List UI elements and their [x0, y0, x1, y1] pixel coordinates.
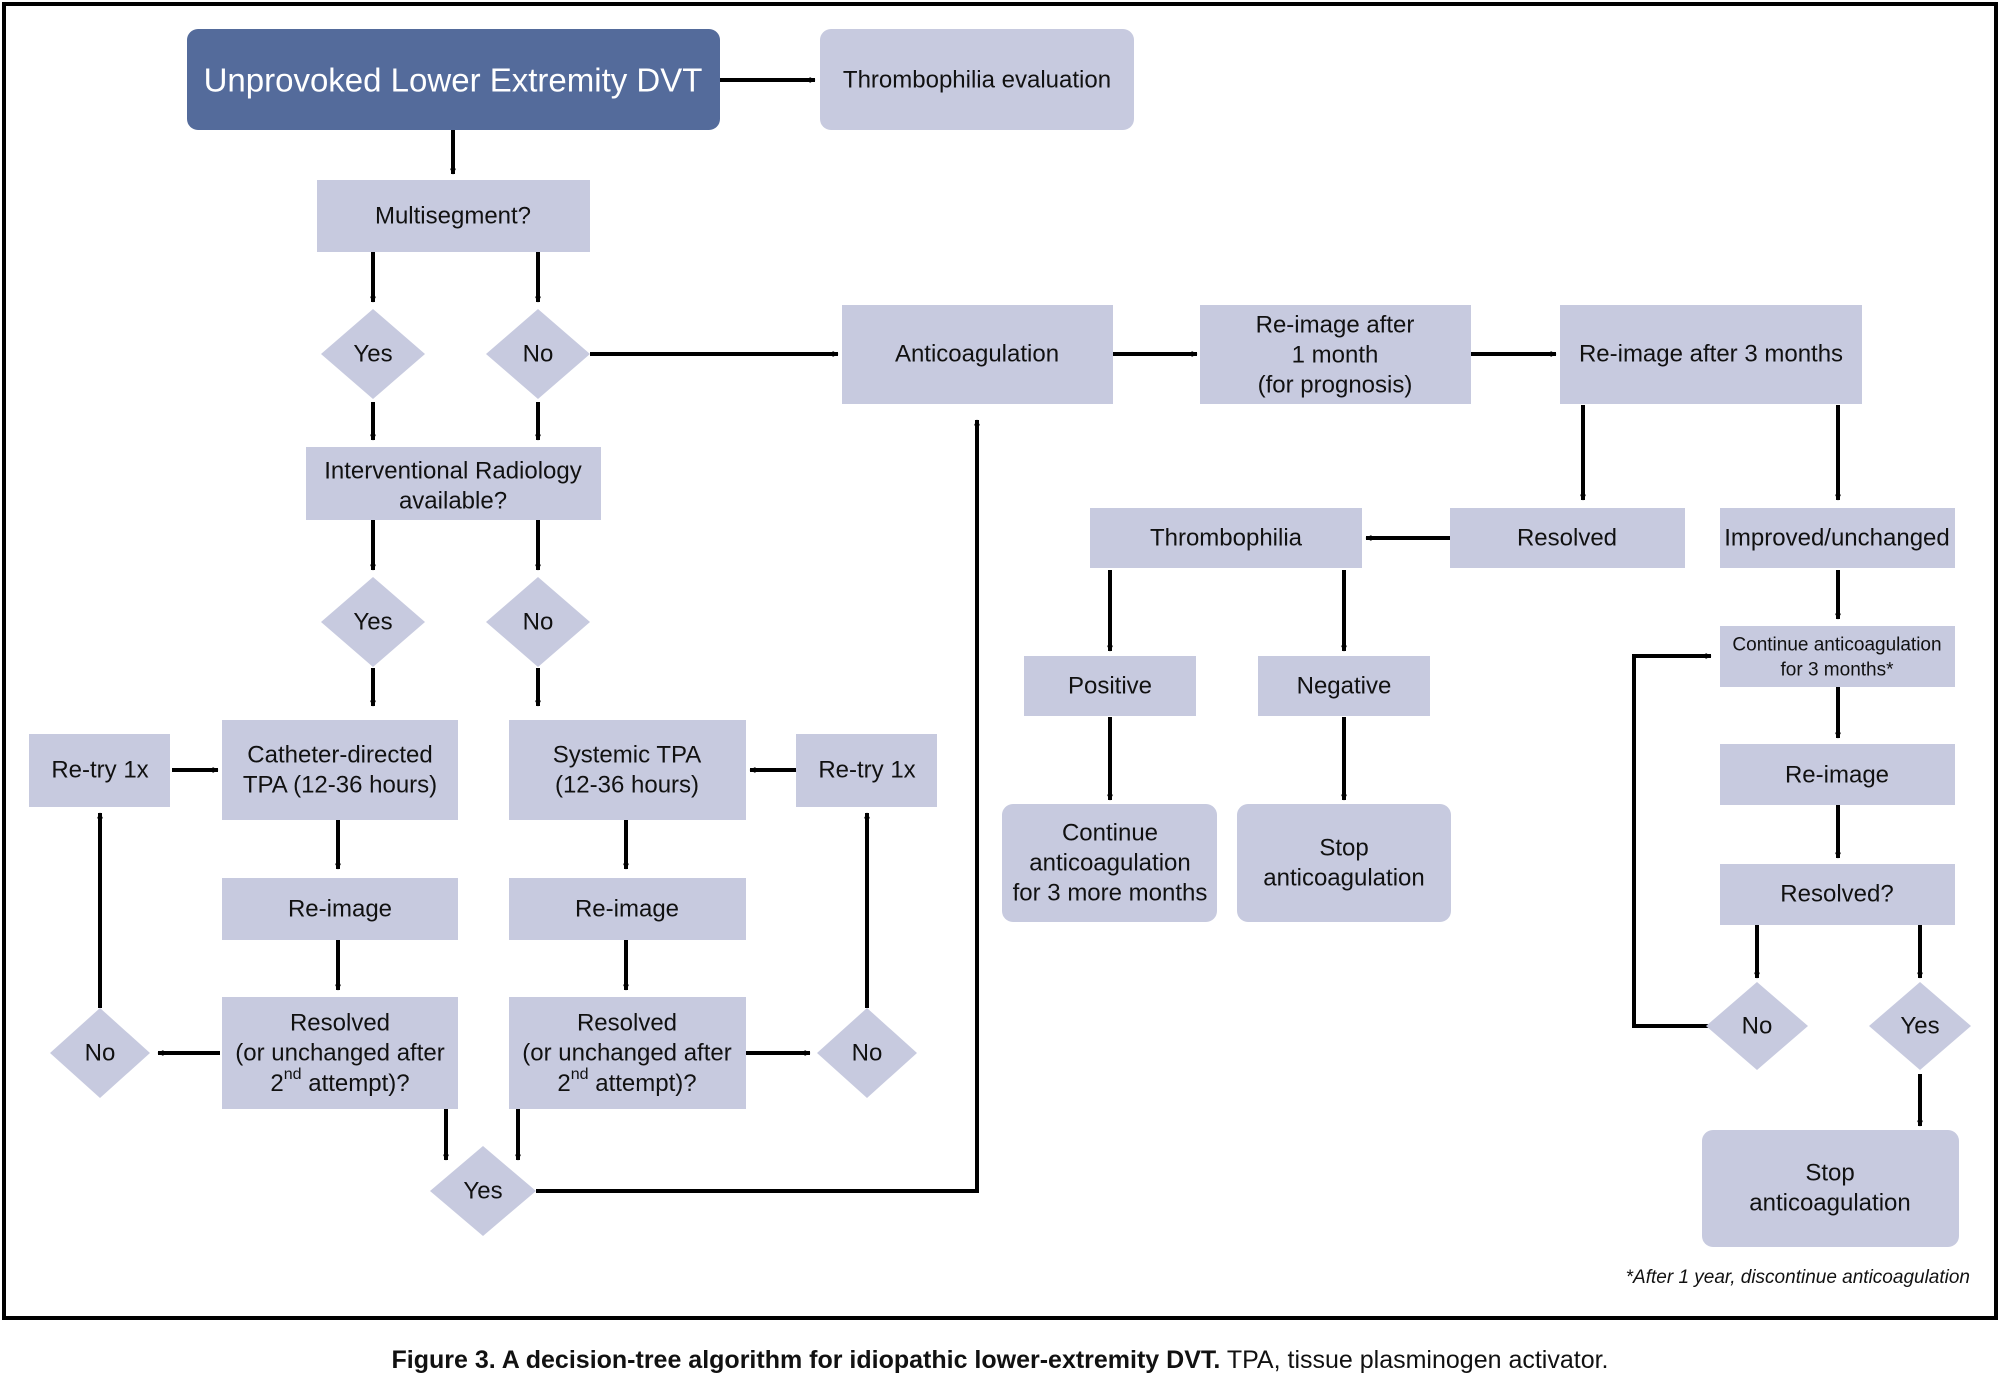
resolved-node: Resolved: [1450, 508, 1685, 568]
multisegment-node: Multisegment?: [317, 180, 590, 252]
decision-yes-ir-label: Yes: [353, 609, 392, 636]
decision-no-ir-label: No: [523, 609, 554, 636]
reimage-1-month-line-1: Re-image after: [1256, 312, 1415, 339]
decision-yes-bottom-label: Yes: [463, 1178, 502, 1205]
anticoagulation-label: Anticoagulation: [895, 341, 1059, 368]
decision-no-multisegment: No: [486, 309, 590, 399]
resolved-right-line-1: Resolved: [577, 1010, 677, 1037]
negative-node: Negative: [1258, 656, 1430, 716]
retry-left-node: Re-try 1x: [29, 734, 170, 807]
negative-label: Negative: [1297, 673, 1392, 700]
resolved-right-line-2: (or unchanged after: [522, 1040, 731, 1067]
stop-1-line-1: Stop: [1319, 835, 1368, 862]
ir-available-line-2: available?: [399, 488, 507, 515]
catheter-tpa-line-2: TPA (12-36 hours): [243, 772, 437, 799]
decision-no-far-label: No: [1742, 1013, 1773, 1040]
reimage-left-label: Re-image: [288, 896, 392, 923]
reimage-1-month-line-3: (for prognosis): [1258, 372, 1413, 399]
start-node: Unprovoked Lower Extremity DVT: [187, 29, 720, 130]
decision-yes-bottom: Yes: [430, 1146, 536, 1236]
ir-available-node: Interventional Radiology available?: [306, 447, 601, 520]
resolved-left-node: Resolved (or unchanged after 2nd attempt…: [222, 997, 458, 1109]
decision-yes-far-label: Yes: [1900, 1013, 1939, 1040]
decision-no-right: No: [817, 1008, 917, 1098]
figure-caption: Figure 3. A decision-tree algorithm for …: [0, 1346, 2000, 1375]
reimage-right-label: Re-image: [575, 896, 679, 923]
flowchart: #diagram marker path { fill:#000; }: [2, 2, 1998, 1320]
continue-3-months-node: Continue anticoagulation for 3 months*: [1720, 626, 1955, 687]
resolved-left-line-2: (or unchanged after: [235, 1040, 444, 1067]
decision-yes-far: Yes: [1869, 982, 1971, 1070]
resolved-left-line-3: 2nd attempt)?: [270, 1066, 409, 1097]
reimage-1-month-node: Re-image after 1 month (for prognosis): [1200, 305, 1471, 404]
stop-1-line-2: anticoagulation: [1263, 865, 1424, 892]
decision-no-ir: No: [486, 577, 590, 667]
systemic-tpa-line-1: Systemic TPA: [553, 742, 701, 769]
retry-right-node: Re-try 1x: [796, 734, 937, 807]
improved-unchanged-node: Improved/unchanged: [1720, 508, 1955, 568]
figure-caption-text: TPA, tissue plasminogen activator.: [1220, 1346, 1609, 1374]
continue-3-more-months-node: Continue anticoagulation for 3 more mont…: [1002, 804, 1217, 922]
catheter-tpa-node: Catheter-directed TPA (12-36 hours): [222, 720, 458, 820]
resolved-label: Resolved: [1517, 525, 1617, 552]
reimage-far-label: Re-image: [1785, 762, 1889, 789]
retry-right-label: Re-try 1x: [818, 757, 915, 784]
stop-anticoagulation-node-1: Stop anticoagulation: [1237, 804, 1451, 922]
continue-3-months-line-2: for 3 months*: [1781, 660, 1895, 681]
decision-no-far: No: [1706, 982, 1808, 1070]
thrombophilia-node: Thrombophilia: [1090, 508, 1362, 568]
stop-anticoagulation-node-2: Stop anticoagulation: [1702, 1130, 1959, 1247]
resolved-left-line-1: Resolved: [290, 1010, 390, 1037]
positive-label: Positive: [1068, 673, 1152, 700]
stop-2-line-1: Stop: [1805, 1160, 1854, 1187]
thrombophilia-evaluation-label: Thrombophilia evaluation: [843, 67, 1111, 94]
resolved-right-node: Resolved (or unchanged after 2nd attempt…: [509, 997, 746, 1109]
decision-no-right-label: No: [852, 1040, 883, 1067]
reimage-right-node: Re-image: [509, 878, 746, 940]
diagram-frame: [2, 2, 1998, 1320]
thrombophilia-label: Thrombophilia: [1150, 525, 1303, 552]
anticoagulation-node: Anticoagulation: [842, 305, 1113, 404]
improved-unchanged-label: Improved/unchanged: [1724, 525, 1950, 552]
thrombophilia-evaluation-node: Thrombophilia evaluation: [820, 29, 1134, 130]
stop-2-line-2: anticoagulation: [1749, 1190, 1910, 1217]
reimage-3-months-label: Re-image after 3 months: [1579, 341, 1843, 368]
start-node-label: Unprovoked Lower Extremity DVT: [204, 62, 703, 99]
figure-caption-bold: Figure 3. A decision-tree algorithm for …: [391, 1346, 1221, 1374]
positive-node: Positive: [1024, 656, 1196, 716]
catheter-tpa-line-1: Catheter-directed: [247, 742, 432, 769]
decision-yes-label: Yes: [353, 341, 392, 368]
reimage-far-node: Re-image: [1720, 744, 1955, 805]
resolved-question-label: Resolved?: [1780, 881, 1893, 908]
reimage-3-months-node: Re-image after 3 months: [1560, 305, 1862, 404]
footnote: *After 1 year, discontinue anticoagulati…: [1626, 1267, 1970, 1288]
continue-3-more-line-2: anticoagulation: [1029, 850, 1190, 877]
continue-3-more-line-3: for 3 more months: [1013, 880, 1208, 907]
decision-no-left-label: No: [85, 1040, 116, 1067]
continue-3-months-line-1: Continue anticoagulation: [1732, 635, 1941, 656]
decision-yes-multisegment: Yes: [321, 309, 425, 399]
ir-available-line-1: Interventional Radiology: [324, 458, 582, 485]
multisegment-label: Multisegment?: [375, 203, 531, 230]
resolved-right-line-3: 2nd attempt)?: [557, 1066, 696, 1097]
systemic-tpa-line-2: (12-36 hours): [555, 772, 699, 799]
systemic-tpa-node: Systemic TPA (12-36 hours): [509, 720, 746, 820]
connectors: [97, 77, 1923, 1193]
continue-3-more-line-1: Continue: [1062, 820, 1158, 847]
reimage-1-month-line-2: 1 month: [1292, 342, 1379, 369]
retry-left-label: Re-try 1x: [51, 757, 148, 784]
decision-no-label: No: [523, 341, 554, 368]
decision-yes-ir: Yes: [321, 577, 425, 667]
decision-no-left: No: [50, 1008, 150, 1098]
reimage-left-node: Re-image: [222, 878, 458, 940]
resolved-question-node: Resolved?: [1720, 864, 1955, 925]
